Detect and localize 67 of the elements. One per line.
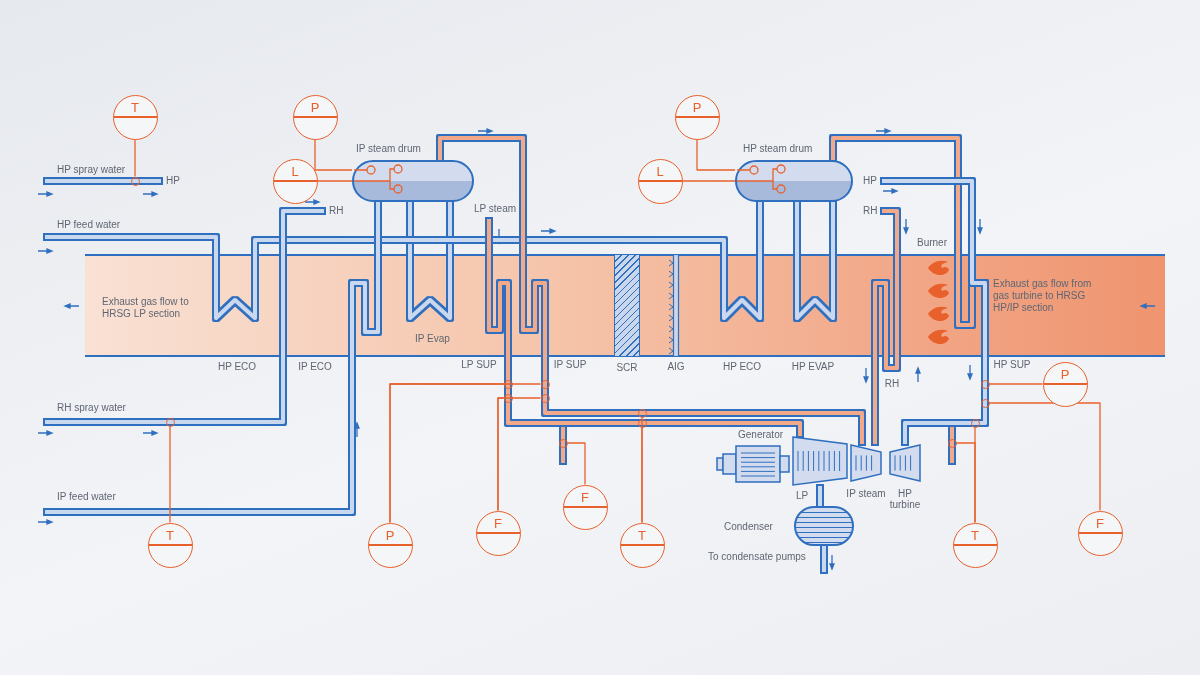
instrument-letter: F [493, 516, 503, 531]
instrument-letter: F [1095, 516, 1105, 531]
instrument-letter: L [290, 164, 300, 179]
drum-label: IP steam drum [356, 143, 421, 155]
edge-label: HP spray water [57, 164, 126, 176]
pipe [45, 179, 161, 183]
instrument-letter: T [970, 528, 980, 543]
pipe [45, 202, 380, 514]
leader-line [681, 180, 736, 182]
leader-line [497, 397, 542, 512]
instrument-letter: T [165, 528, 175, 543]
pipe [487, 219, 802, 436]
edge-label: IP feed water [57, 491, 116, 503]
leader-line [389, 383, 542, 524]
pipe [873, 209, 899, 444]
leader-line [955, 442, 976, 524]
turbine-label: HP turbine [888, 488, 922, 510]
pipe [822, 546, 826, 572]
leader-line [566, 442, 586, 486]
turbine-label: LP [796, 490, 809, 501]
instrument-letter: P [309, 100, 321, 115]
instrument-letter: T [130, 100, 140, 115]
edge-label: HP feed water [57, 219, 121, 231]
section-label: Burner [917, 237, 947, 249]
pipe-end-label: HP [161, 175, 180, 187]
pipe-end-label: RH [863, 205, 883, 217]
instrument-letter: P [691, 100, 703, 115]
direction-arrow [967, 364, 973, 380]
section-label: HP ECO [217, 361, 257, 373]
pipe-end-label: RH [324, 205, 344, 217]
section-label: HP EVAP [791, 361, 835, 373]
section-label: IP ECO [298, 361, 332, 373]
pipe [45, 209, 324, 424]
pipe [882, 179, 987, 444]
pipe [818, 486, 822, 506]
leader-line [696, 138, 736, 171]
section-label: RH [884, 378, 900, 390]
condenser-label: Condenser [724, 521, 773, 533]
section-label: AIG [667, 361, 685, 373]
instrument-letter: T [637, 528, 647, 543]
leader-line [988, 383, 1044, 385]
duct-label: Exhaust gas flow from gas turbine to HRSG HP/IP section [993, 278, 1093, 314]
pipe-end-label: HP [863, 175, 882, 187]
generator-label: Generator [738, 429, 784, 441]
beside-label: To condensate pumps [708, 551, 806, 563]
leader-line [316, 180, 353, 182]
pipe [438, 136, 864, 444]
section-label: HP SUP [993, 359, 1031, 371]
duct-label: Exhaust gas flow to HRSG LP section [102, 296, 190, 320]
instrument-letter: P [1059, 367, 1071, 382]
section-label: IP Evap [415, 333, 450, 345]
section-label: SCR [616, 362, 638, 374]
section-label: LP SUP [461, 359, 497, 371]
instrument-letter: F [580, 490, 590, 505]
edge-label: RH spray water [57, 402, 126, 414]
leader-line [988, 402, 1101, 512]
section-label: IP SUP [553, 359, 587, 371]
instrument-letter: L [655, 164, 665, 179]
section-label: HP ECO [722, 361, 762, 373]
pipe-end-label: LP steam [474, 203, 517, 219]
leader-line [314, 138, 353, 171]
turbine-label: IP steam [845, 488, 887, 499]
leader-line [134, 138, 136, 178]
drum-label: HP steam drum [743, 143, 813, 155]
instrument-letter: P [384, 528, 396, 543]
pipe [45, 202, 762, 320]
leader-line [169, 425, 171, 524]
